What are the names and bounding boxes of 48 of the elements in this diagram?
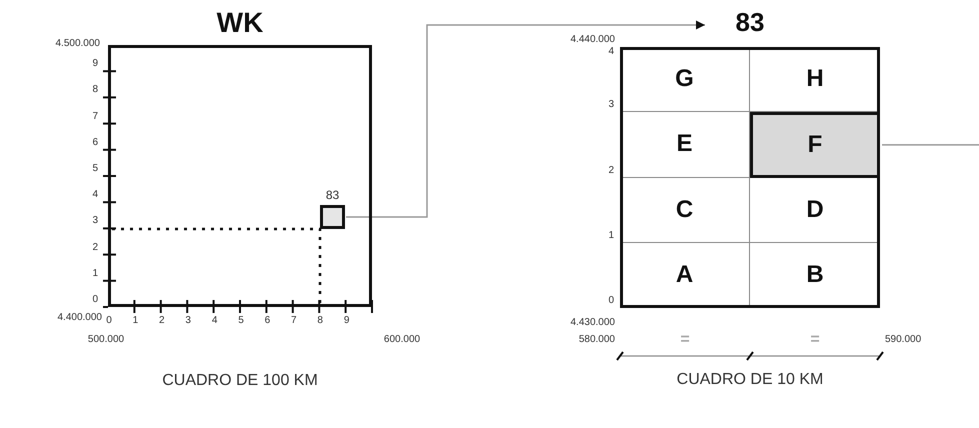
coordinate-label: 1: [132, 316, 138, 326]
arrow: [346, 20, 705, 218]
coordinate-label: 4.500.000: [56, 39, 100, 49]
map-caption: CUADRO DE 10 KM: [676, 372, 824, 388]
coordinate-label: 0: [106, 316, 112, 326]
coordinate-label: 590.000: [885, 335, 922, 345]
coordinate-label: 2: [159, 316, 165, 326]
coordinate-label: 500.000: [88, 335, 124, 345]
grid-cell: B: [750, 242, 880, 308]
coordinate-label: 9: [344, 316, 350, 326]
grid-cell: C: [620, 178, 750, 243]
coordinate-label: 1: [608, 230, 614, 241]
equal-sign: =: [680, 332, 690, 348]
coordinate-label: 0: [92, 295, 98, 305]
coordinate-label: 4: [212, 316, 218, 326]
coordinate-label: 4.400.000: [58, 313, 102, 323]
coordinate-label: 6: [264, 316, 270, 326]
map-caption: CUADRO DE 100 KM: [162, 373, 318, 389]
coordinate-label: 2: [608, 166, 614, 176]
coordinate-label: 5: [238, 316, 244, 326]
coordinate-label: 3: [608, 100, 614, 110]
coordinate-label: 0: [608, 296, 614, 306]
grid-cell: D: [750, 178, 880, 243]
grid-cell: G: [620, 47, 750, 112]
square-number: 83: [326, 189, 340, 201]
coordinate-label: 4.440.000: [570, 35, 615, 45]
map-title: 83: [736, 9, 764, 35]
coordinate-label: 9: [92, 59, 98, 70]
coordinate-label: 1: [92, 268, 98, 279]
coordinate-label: 4: [92, 190, 98, 200]
coordinate-label: 4.430.000: [570, 318, 615, 328]
coordinate-label: 4: [608, 47, 614, 57]
connector-line: [882, 144, 979, 146]
coordinate-label: 600.000: [384, 335, 420, 345]
coordinate-label: 8: [92, 85, 98, 96]
map-title: WK: [216, 9, 264, 37]
coordinate-label: 3: [185, 316, 191, 326]
coordinate-label: 8: [317, 316, 323, 326]
grid-cell: A: [620, 242, 750, 308]
coordinate-label: 2: [92, 242, 98, 253]
highlighted-cell: F: [750, 112, 880, 178]
coordinate-label: 7: [291, 316, 297, 326]
coordinate-label: 7: [92, 112, 98, 122]
coordinate-label: 3: [92, 216, 98, 226]
equal-sign: =: [810, 332, 820, 348]
coordinate-label: 580.000: [578, 335, 615, 345]
coordinate-label: 6: [92, 138, 98, 148]
coordinate-label: 5: [92, 164, 98, 174]
